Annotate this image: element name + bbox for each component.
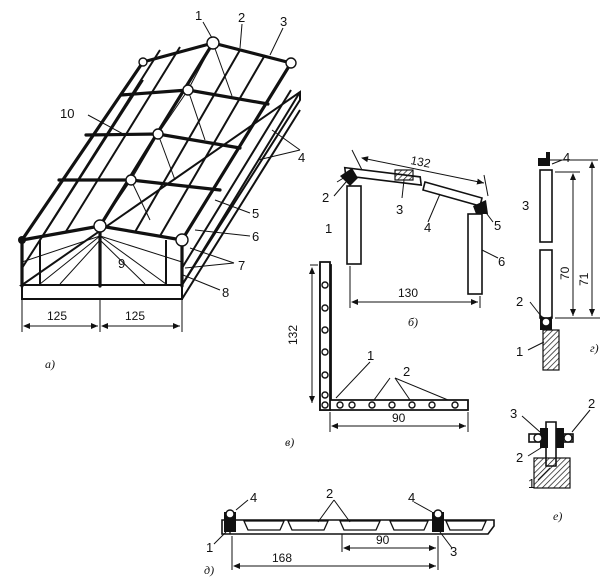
- figure-d-ridge-profile: 90 168 4 2 4 1 3 д): [204, 486, 495, 577]
- base-beam: [542, 329, 560, 371]
- fig-g-dim-71: 71: [577, 272, 591, 286]
- fig-e-label-2-right: 2: [588, 396, 595, 411]
- fig-d-caption: д): [204, 563, 214, 577]
- figure-g-wall-panel: 70 71 4 3 2 1 г): [516, 150, 600, 371]
- post-left: [346, 185, 362, 265]
- fig-a-label-5: 5: [252, 206, 259, 221]
- fig-g-label-3: 3: [522, 198, 529, 213]
- fig-g-label-1: 1: [516, 344, 523, 359]
- fig-v-label-2: 2: [403, 364, 410, 379]
- fig-d-dim-90: 90: [376, 533, 390, 547]
- fig-a-label-1: 1: [195, 8, 202, 23]
- fig-v-dim-90: 90: [392, 411, 406, 425]
- fig-a-label-8: 8: [222, 285, 229, 300]
- fig-g-label-4: 4: [563, 150, 570, 165]
- fig-d-label-3: 3: [450, 544, 457, 559]
- figure-b-roof-section: 132 130 1 2 3 4 5 6 б): [322, 149, 505, 329]
- fig-b-label-2: 2: [322, 190, 329, 205]
- fig-d-label-4-left: 4: [250, 490, 257, 505]
- roof-slab-right: [422, 181, 483, 207]
- fig-a-label-10: 10: [60, 106, 74, 121]
- rafters: [41, 41, 293, 238]
- fig-d-label-4-right: 4: [408, 490, 415, 505]
- fig-a-label-9: 9: [118, 256, 125, 271]
- fig-e-caption: е): [553, 509, 562, 523]
- braces: [99, 42, 233, 227]
- post-right: [467, 213, 483, 295]
- fig-e-label-2-left: 2: [516, 450, 523, 465]
- fig-v-dim-132: 132: [286, 325, 300, 345]
- fig-g-label-2: 2: [516, 294, 523, 309]
- figure-a-greenhouse-frame: 1 2 3 4 5 6 7 8 9 10 125 125 а): [18, 8, 305, 371]
- fig-a-dim-left: 125: [47, 309, 67, 323]
- angle-holes: [321, 281, 459, 409]
- fig-g-dim-70: 70: [558, 266, 572, 280]
- frame-base: [18, 90, 301, 300]
- fig-a-label-2: 2: [238, 10, 245, 25]
- fig-b-label-1: 1: [325, 221, 332, 236]
- panel-upper: [539, 169, 553, 243]
- bracket-left: [340, 168, 358, 186]
- fig-b-label-4: 4: [424, 220, 431, 235]
- fig-a-label-4: 4: [298, 150, 305, 165]
- fig-d-label-1: 1: [206, 540, 213, 555]
- fig-d-dim-168: 168: [272, 551, 292, 565]
- ridge-block: [394, 169, 414, 181]
- fig-b-label-6: 6: [498, 254, 505, 269]
- panel-lower: [539, 249, 553, 319]
- fig-b-caption: б): [408, 315, 418, 329]
- angle-profile: [319, 264, 469, 411]
- fig-e-label-3: 3: [510, 406, 517, 421]
- fig-b-dim-132: 132: [409, 153, 432, 171]
- figure-a-leaders: [87, 21, 301, 291]
- fig-g-caption: г): [590, 341, 599, 355]
- fig-b-dim-130: 130: [398, 286, 418, 300]
- frame-joints: [18, 36, 297, 247]
- fig-v-caption: в): [285, 435, 294, 449]
- front-gable: [20, 224, 184, 285]
- fig-b-label-3: 3: [396, 202, 403, 217]
- longitudinal-beams: [20, 41, 293, 269]
- fig-a-label-7: 7: [238, 258, 245, 273]
- fig-a-label-6: 6: [252, 229, 259, 244]
- top-clip: [538, 152, 550, 166]
- fig-a-caption: а): [45, 357, 55, 371]
- fig-e-label-1: 1: [528, 476, 535, 491]
- figure-v-corner-angle: 132 90 1 2 в): [285, 261, 469, 449]
- joint-base: [533, 457, 571, 489]
- fig-b-label-5: 5: [494, 218, 501, 233]
- figure-a-dimensions: [21, 300, 183, 332]
- fig-d-label-2: 2: [326, 486, 333, 501]
- fig-a-dim-right: 125: [125, 309, 145, 323]
- fig-v-label-1: 1: [367, 348, 374, 363]
- fig-a-label-3: 3: [280, 14, 287, 29]
- figure-e-joint-detail: 3 2 2 1 е): [510, 396, 595, 523]
